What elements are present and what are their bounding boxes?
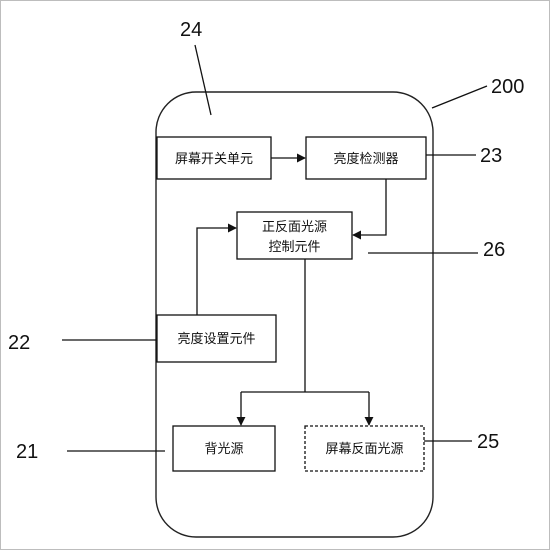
rear-light-box xyxy=(304,425,425,472)
brightness-detector-box xyxy=(305,136,427,180)
arrow-setting-to-controller xyxy=(196,223,237,315)
ref-backlight: 21 xyxy=(16,441,38,463)
brightness-setting-label: 亮度设置元件 xyxy=(177,331,255,347)
light-control-box xyxy=(236,211,353,260)
backlight-label: 背光源 xyxy=(204,442,243,457)
ref-rear-light: 25 xyxy=(477,431,499,453)
rear-light-label: 屏幕反面光源 xyxy=(325,442,403,457)
leader-top xyxy=(194,44,212,116)
light-control-label-line1: 正反面光源 xyxy=(262,220,327,235)
ref-device: 200 xyxy=(491,76,524,98)
ref-top: 24 xyxy=(180,19,202,41)
ref-detector: 23 xyxy=(480,145,502,167)
brightness-detector-label: 亮度检测器 xyxy=(333,151,398,167)
arrow-detector-to-controller xyxy=(352,179,387,240)
ref-setting: 22 xyxy=(8,332,30,354)
screen-switch-label: 屏幕开关单元 xyxy=(175,152,253,167)
light-control-label-line2: 控制元件 xyxy=(268,240,320,255)
backlight-box xyxy=(172,425,276,472)
ref-controller: 26 xyxy=(483,239,505,261)
brightness-setting-box xyxy=(156,314,277,363)
device-outline xyxy=(155,91,434,538)
leader-device xyxy=(431,85,488,109)
